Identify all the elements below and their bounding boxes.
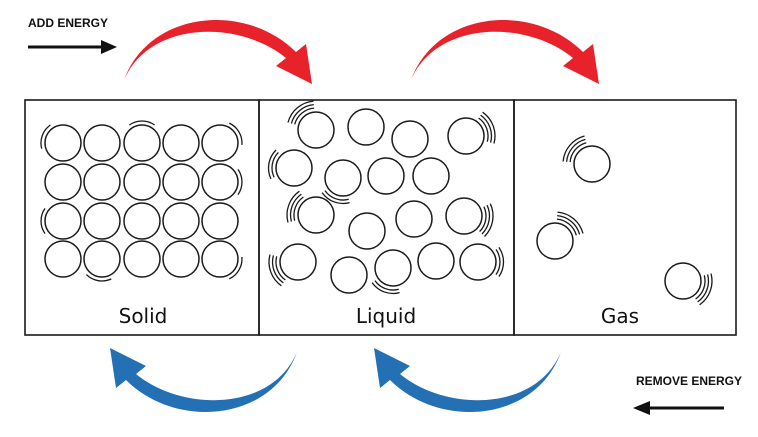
remove-energy-arrows: [110, 348, 561, 413]
particle-circle: [459, 243, 497, 281]
motion-arc: [129, 120, 155, 126]
blue-curved-arrow-icon: [110, 348, 297, 413]
motion-arc: [699, 273, 713, 306]
motion-arc: [569, 142, 587, 163]
particle-circle: [367, 157, 405, 195]
motion-arc: [228, 122, 243, 145]
particle-circle: [297, 196, 335, 234]
motion-arc: [294, 107, 315, 125]
add-energy-label: ADD ENERGY: [28, 16, 108, 30]
solid-label: Solid: [119, 304, 168, 328]
particle-circle: [201, 202, 239, 240]
red-curved-arrow-icon: [411, 19, 599, 84]
particle-circle: [201, 124, 239, 162]
particle-circle: [201, 163, 239, 201]
motion-arc: [267, 149, 277, 180]
particle-circle: [44, 202, 82, 240]
particle-circle: [374, 249, 412, 287]
motion-arc: [290, 103, 314, 124]
particle-circle: [44, 163, 82, 201]
motion-arc: [479, 206, 487, 233]
motion-arc: [484, 203, 494, 237]
remove-energy-label: REMOVE ENERGY: [636, 374, 742, 388]
motion-arc: [40, 124, 51, 149]
motion-arc: [480, 114, 493, 143]
motion-arc: [482, 111, 496, 144]
motion-arc: [481, 204, 491, 235]
red-curved-arrow-icon: [124, 19, 312, 84]
gas-label: Gas: [601, 304, 639, 328]
motion-arc: [237, 169, 243, 195]
motion-arc: [324, 190, 349, 201]
motion-arc: [321, 192, 350, 205]
arrow-left-icon: [633, 401, 724, 415]
particle-circle: [83, 240, 121, 278]
motion-arc: [565, 138, 586, 162]
motion-arc: [275, 256, 286, 281]
particle-circle: [447, 117, 485, 155]
motion-arc: [293, 196, 304, 221]
particle-circle: [123, 124, 161, 162]
motion-arc: [271, 151, 279, 178]
motion-arc: [557, 214, 581, 235]
motion-arc: [286, 190, 300, 223]
particle-circle: [664, 262, 702, 300]
particle-circle: [201, 240, 239, 278]
particle-circle: [83, 202, 121, 240]
add-energy-arrows: [124, 19, 599, 84]
motion-arc: [289, 193, 302, 222]
motion-arc: [562, 135, 585, 162]
particles: [44, 108, 702, 300]
particle-circle: [412, 157, 450, 195]
motion-arc: [478, 117, 489, 142]
particle-circle: [347, 108, 385, 146]
motion-arc: [85, 274, 112, 282]
particle-circle: [330, 256, 368, 294]
motion-arc: [495, 249, 501, 275]
motion-arc: [371, 282, 400, 295]
motion-arc: [557, 211, 584, 234]
particle-circle: [297, 111, 335, 149]
blue-curved-arrow-icon: [374, 348, 561, 413]
arrow-right-icon: [28, 40, 117, 54]
particle-circle: [162, 202, 200, 240]
particle-circle: [44, 124, 82, 162]
motion-arc: [374, 280, 399, 291]
particle-circle: [44, 240, 82, 278]
motion-arc: [40, 208, 46, 234]
particle-circle: [417, 242, 455, 280]
motion-arc: [228, 257, 243, 280]
gas-panel: [513, 99, 737, 336]
motion-arc: [287, 100, 314, 123]
particle-circle: [162, 240, 200, 278]
liquid-label: Liquid: [356, 304, 416, 328]
particle-circle: [348, 212, 386, 250]
motion-arc: [697, 274, 710, 303]
particle-circle: [573, 145, 611, 183]
particle-circle: [123, 202, 161, 240]
motion-arc: [556, 218, 577, 236]
motion-arc: [271, 255, 284, 284]
particle-circle: [279, 243, 317, 281]
particle-circle: [83, 124, 121, 162]
state-panels: [24, 99, 737, 336]
motion-arc: [695, 275, 706, 300]
motion-arc: [498, 247, 505, 277]
motion-arc: [268, 254, 282, 287]
motion-lines: [40, 100, 713, 306]
particle-circle: [536, 222, 574, 260]
particle-circle: [162, 163, 200, 201]
particle-circle: [395, 200, 433, 238]
particle-circle: [445, 197, 483, 235]
particle-circle: [123, 240, 161, 278]
particle-circle: [162, 124, 200, 162]
particle-circle: [324, 159, 362, 197]
particle-circle: [123, 163, 161, 201]
particle-circle: [275, 149, 313, 187]
particle-circle: [83, 163, 121, 201]
particle-circle: [391, 120, 429, 158]
